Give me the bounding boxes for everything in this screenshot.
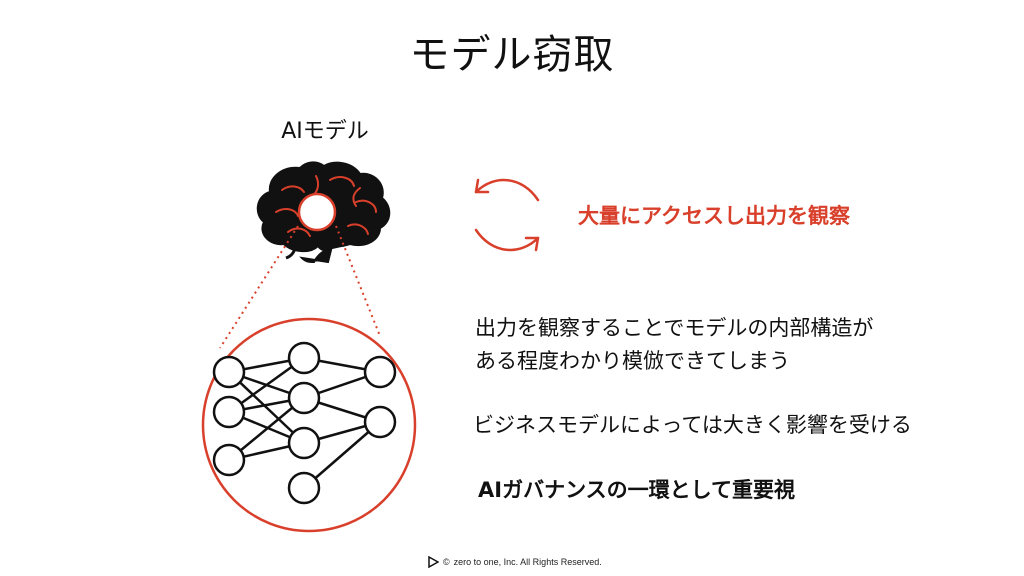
- cycle-arrows-icon: [474, 178, 540, 252]
- ai-model-label: AIモデル: [281, 119, 369, 144]
- play-logo-icon: [428, 556, 439, 568]
- copyright-text: zero to one, Inc. All Rights Reserved.: [453, 557, 602, 567]
- brain-icon: [256, 161, 391, 264]
- zoom-line-right: [335, 225, 381, 337]
- description-text: 出力を観察することでモデルの内部構造が ある程度わかり模倣できてしまう: [475, 312, 873, 378]
- neural-network-icon: [201, 317, 417, 533]
- impact-text: ビジネスモデルによっては大きく影響を受ける: [473, 413, 912, 437]
- zoom-line-left: [219, 225, 299, 349]
- copyright-symbol: ©: [443, 557, 450, 567]
- description-line-1: 出力を観察することでモデルの内部構造が: [475, 316, 874, 340]
- description-line-2: ある程度わかり模倣できてしまう: [475, 349, 790, 373]
- footer: © zero to one, Inc. All Rights Reserved.: [428, 556, 602, 568]
- governance-text: AIガバナンスの一環として重要視: [478, 478, 796, 502]
- access-observe-text: 大量にアクセスし出力を観察: [578, 204, 850, 228]
- page-title: モデル窃取: [409, 32, 615, 78]
